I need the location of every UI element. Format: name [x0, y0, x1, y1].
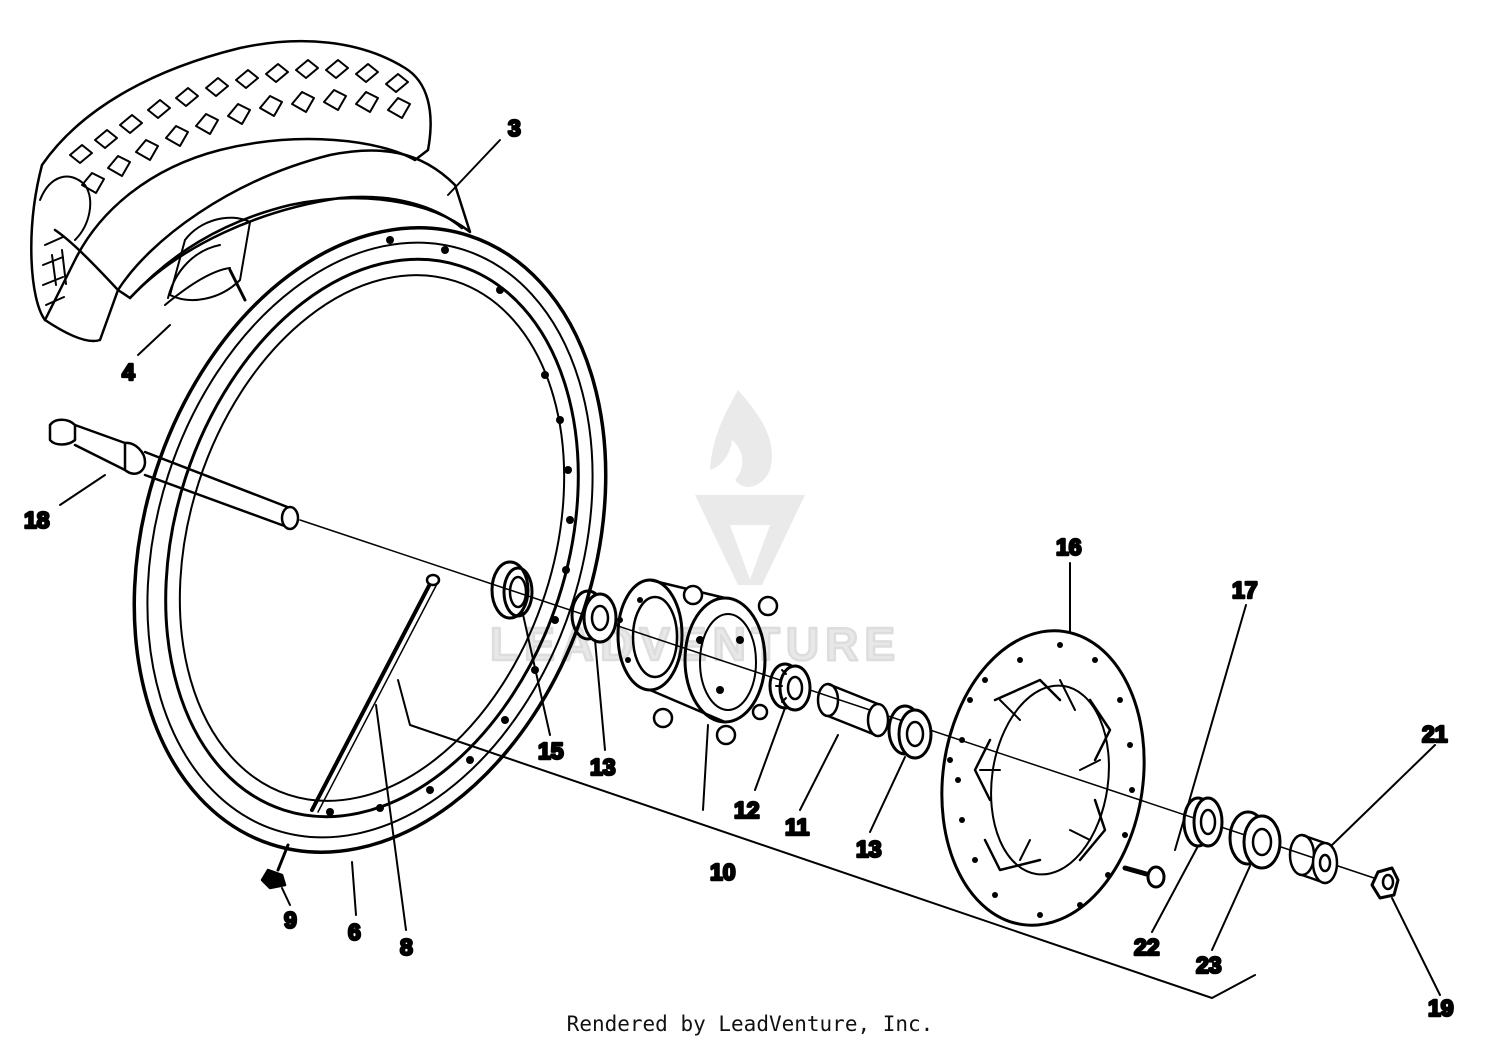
- callout-6: 6: [348, 919, 361, 945]
- spacer: [816, 682, 890, 738]
- footer-credit: Rendered by LeadVenture, Inc.: [566, 1012, 934, 1036]
- callout-13-left: 13: [590, 754, 616, 780]
- callout-labels: 3 4 18 16 17 21 15 13 12 11 13 10 9 6 8 …: [23, 114, 1455, 1023]
- callout-11: 11: [785, 814, 810, 840]
- bearing-left: [570, 589, 618, 644]
- bearing-23: [1228, 810, 1282, 870]
- callout-19: 19: [1428, 995, 1454, 1021]
- watermark-logo: LEADVENTURE: [489, 390, 901, 671]
- callout-12: 12: [734, 797, 760, 823]
- bearing-right: [887, 704, 933, 760]
- hub: [616, 578, 779, 746]
- callout-13-right: 13: [856, 836, 882, 862]
- callout-16: 16: [1056, 534, 1082, 560]
- callout-4: 4: [122, 359, 135, 385]
- callout-21: 21: [1422, 721, 1448, 747]
- callout-18: 18: [24, 507, 50, 533]
- callout-15: 15: [538, 738, 564, 764]
- callout-8: 8: [400, 934, 413, 960]
- callout-3: 3: [508, 115, 521, 141]
- callout-17: 17: [1232, 577, 1258, 603]
- bearing-12: [768, 662, 812, 712]
- callout-23: 23: [1196, 952, 1222, 978]
- disc-bolt: [1122, 865, 1166, 889]
- tire-section: [30, 39, 472, 343]
- seal: [490, 560, 534, 620]
- collar: [1288, 833, 1339, 885]
- callout-22: 22: [1134, 934, 1160, 960]
- spoke-nipple: [260, 843, 290, 890]
- callout-9: 9: [284, 907, 297, 933]
- callout-10: 10: [710, 859, 736, 885]
- watermark-text: LEADVENTURE: [490, 618, 901, 670]
- seal-22: [1182, 796, 1224, 848]
- spoke: [310, 573, 441, 813]
- leader-lines: [59, 139, 1441, 999]
- brake-disc: [940, 629, 1146, 927]
- axle-nut: [1370, 866, 1400, 900]
